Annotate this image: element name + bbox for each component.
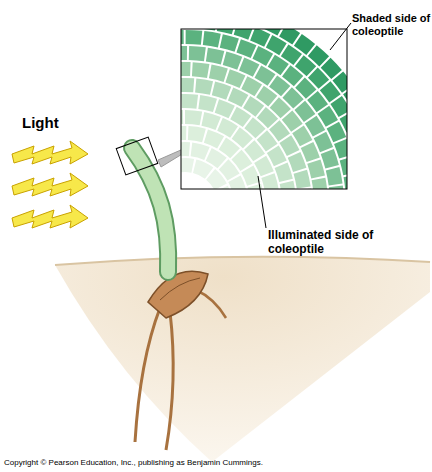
light-label: Light xyxy=(22,114,92,131)
zoom-box xyxy=(116,137,158,175)
copyright-note: Copyright © Pearson Education, Inc., pub… xyxy=(4,458,430,467)
cell-row xyxy=(181,165,225,189)
leader-line xyxy=(258,176,266,228)
callout-label: Illuminated side of coleoptile xyxy=(268,229,386,257)
light-ray xyxy=(12,173,88,196)
light-rays xyxy=(12,141,88,228)
leader-line xyxy=(330,23,351,50)
inset-border xyxy=(181,29,347,189)
light-ray xyxy=(12,141,88,164)
root xyxy=(135,308,160,442)
root xyxy=(196,290,226,318)
cell-row xyxy=(181,29,347,189)
seed-coat-line xyxy=(160,278,200,300)
callout-label: Shaded side of coleoptile xyxy=(352,12,432,37)
light-ray xyxy=(12,205,88,228)
soil xyxy=(55,257,430,462)
cell-layers xyxy=(181,29,347,189)
cell-row xyxy=(181,29,347,189)
soil-surface xyxy=(55,257,430,265)
seed xyxy=(148,271,208,318)
root xyxy=(166,312,173,450)
